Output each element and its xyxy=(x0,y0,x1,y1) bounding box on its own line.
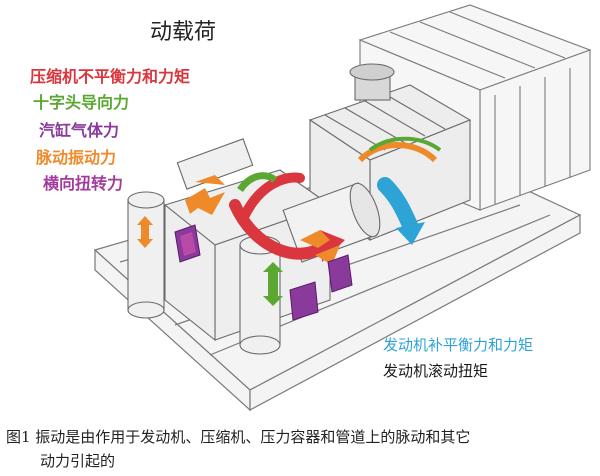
pulsation-bottle-left xyxy=(127,191,165,319)
green-guide-arrow-1 xyxy=(268,272,278,296)
diagram-title: 动载荷 xyxy=(150,20,217,45)
engine-roll-torque-label: 发动机滚动扭矩 xyxy=(383,362,489,380)
engine-roll-arc xyxy=(357,142,438,163)
force-arrows xyxy=(137,136,442,321)
engine-balance-label: 发动机补平衡力和力矩 xyxy=(383,336,534,354)
legend-compressor-unbalance: 压缩机不平衡力和力矩 xyxy=(30,67,191,86)
green-guide-arrowhead-1b xyxy=(263,262,283,272)
green-guide-arc xyxy=(237,172,278,193)
legend-cylinder-gas: 汽缸气体力 xyxy=(39,121,120,140)
legend-lateral-torsion: 横向扭转力 xyxy=(43,174,124,193)
purple-gas-plates xyxy=(174,224,353,321)
green-guide-arrowhead-1 xyxy=(263,296,283,306)
blue-engine-arrow xyxy=(377,177,418,233)
compressor-illustration xyxy=(93,4,592,412)
engine-roll-arc-2 xyxy=(368,136,442,152)
legend-crosshead-guide: 十字头导向力 xyxy=(33,93,130,112)
blue-arrowhead xyxy=(396,222,425,245)
figure-caption: 图1 振动是由作用于发动机、压缩机、压力容器和管道上的脉动和其它 动力引起的 xyxy=(0,422,600,476)
legend-pulsation-vibration: 脉动振动力 xyxy=(36,148,117,167)
magenta-torsion-plates xyxy=(180,232,196,256)
horizontal-bottle xyxy=(176,138,254,190)
caption-line-1: 图1 振动是由作用于发动机、压缩机、压力容器和管道上的脉动和其它 xyxy=(6,428,471,446)
red-unbalance-arrow-2 xyxy=(240,172,305,220)
caption-line-2: 动力引起的 xyxy=(40,452,116,470)
